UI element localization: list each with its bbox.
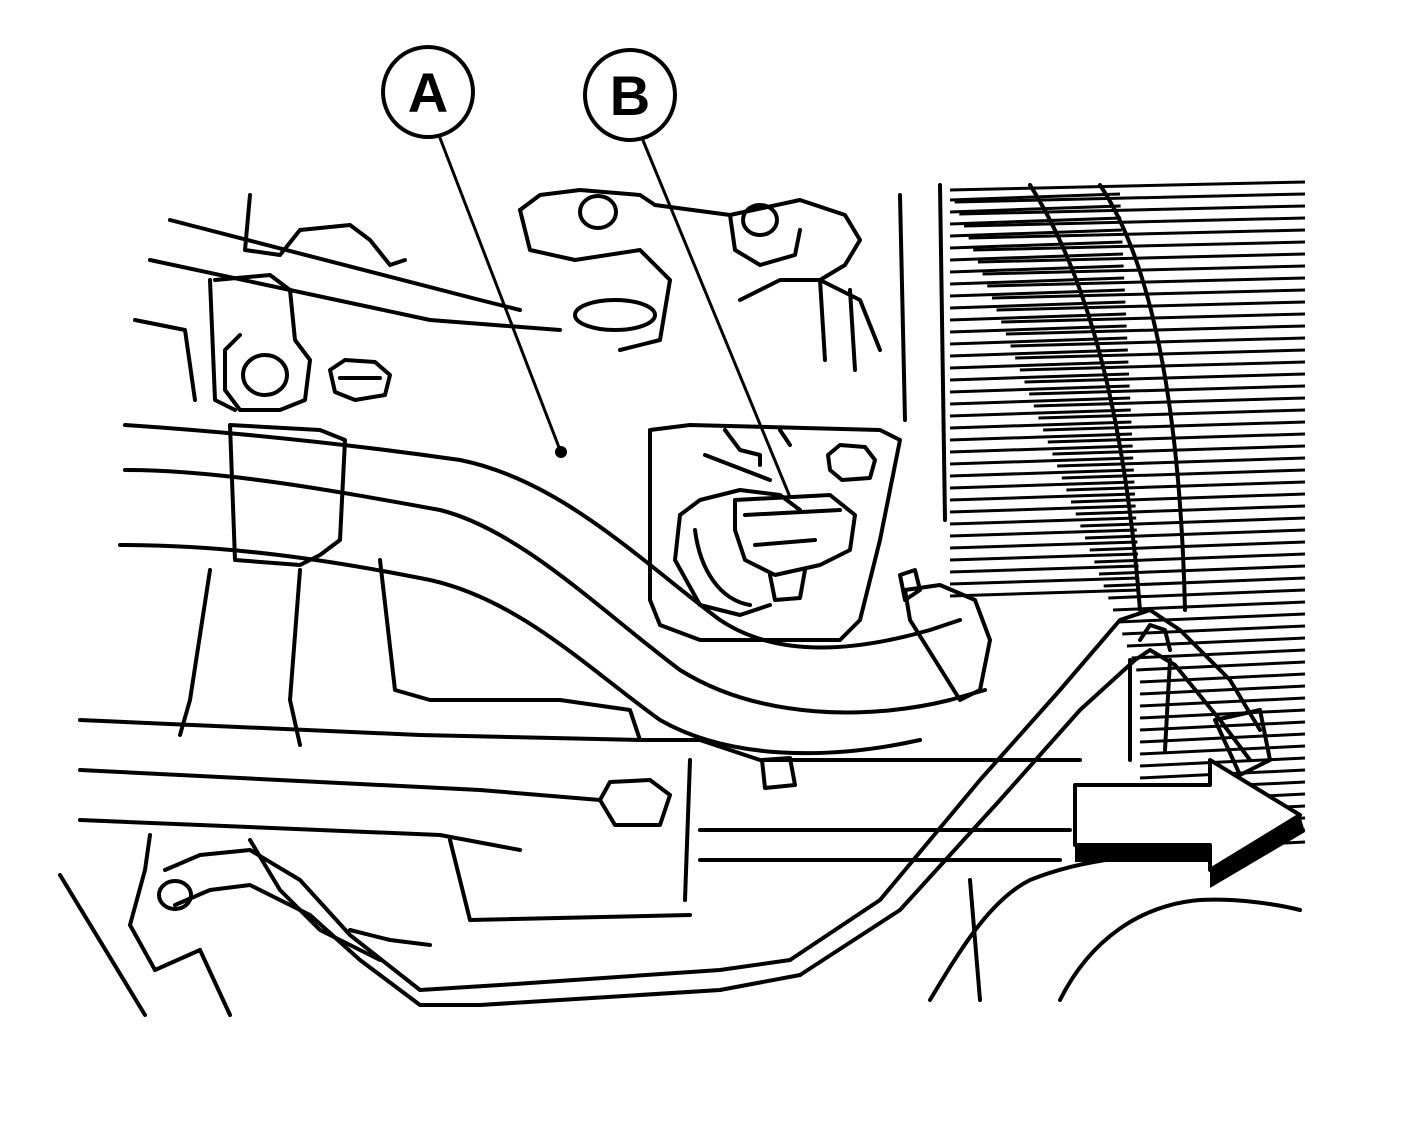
radiator-fin-line (949, 180, 1306, 192)
radiator-fin-line (949, 576, 1140, 586)
radiator-fin-line (949, 420, 1132, 430)
radiator-fin-line (1052, 444, 1306, 456)
radiator-fin-line (977, 252, 1306, 264)
radiator-fin-line (1061, 468, 1306, 480)
radiator-fin-line (949, 240, 1123, 250)
radiator-fin-line (1108, 588, 1306, 600)
radiator-fin-line (973, 240, 1306, 252)
radiator-fin-line (949, 588, 1140, 598)
radiator-fin-line (949, 216, 1122, 226)
radiator-fin-line (949, 468, 1134, 478)
radiator-fin-line (987, 276, 1306, 288)
radiator-fin-line (959, 204, 1306, 216)
radiator-fin-line (954, 192, 1306, 204)
radiator-fin-line (1066, 480, 1306, 492)
radiator-fin-line (1047, 432, 1306, 444)
radiator-fin-line (1071, 492, 1306, 504)
radiator-fin-line (949, 480, 1135, 490)
radiator-fin-line (949, 384, 1130, 394)
radiator-fins (949, 180, 1306, 852)
radiator-fin-line (1112, 600, 1306, 612)
left-bracket (208, 273, 312, 412)
radiator-fin-line (1098, 564, 1306, 576)
radiator-fin-line (1094, 552, 1306, 564)
radiator-fin-line (963, 216, 1306, 228)
radiator-fin-line (1136, 660, 1306, 672)
radiator-fin-line (1139, 684, 1306, 696)
radiator-fin-line (949, 516, 1137, 526)
radiator-fin-line (949, 504, 1136, 514)
radiator-fin-line (1139, 756, 1306, 768)
callout-A-label: A (408, 61, 448, 124)
radiator-fin-line (949, 264, 1124, 274)
radiator-fin-line (949, 360, 1129, 370)
radiator-fin-line (949, 204, 1121, 214)
radiator-fin-line (949, 228, 1122, 238)
radiator-fin-line (1126, 636, 1306, 648)
sensor-connector (648, 423, 902, 642)
callout-B-label: B (610, 64, 650, 127)
radiator-fin-line (949, 252, 1124, 262)
callout-B-leader (640, 136, 792, 499)
engine-block (133, 188, 882, 402)
radiator-fin-line (949, 540, 1138, 550)
radiator-fin-line (1117, 612, 1306, 624)
callout-B: B (583, 48, 677, 142)
radiator-fin-line (949, 456, 1134, 466)
radiator-fin-line (1080, 516, 1306, 528)
radiator-fin-line (949, 300, 1126, 310)
radiator-fin-line (1122, 624, 1306, 636)
radiator-fin-line (949, 288, 1125, 298)
coolant-hose (118, 423, 992, 756)
radiator-fin-line (1075, 504, 1306, 516)
transmission-cooler-line (788, 608, 1302, 1002)
radiator-fin-line (949, 312, 1127, 322)
radiator-fin-line (1057, 456, 1306, 468)
radiator-fin-line (949, 372, 1130, 382)
radiator-fin-line (968, 228, 1306, 240)
radiator-fin-line (949, 324, 1127, 334)
arrow-right-icon (1073, 758, 1305, 888)
radiator-fin-line (949, 396, 1131, 406)
radiator-fin-line (949, 408, 1131, 418)
radiator-edges (898, 183, 1187, 612)
callout-A-leader (438, 136, 567, 458)
lower-tubes (58, 833, 802, 1017)
radiator-fin-line (949, 528, 1137, 538)
lower-crossmember (78, 558, 1082, 922)
radiator-fin-line (949, 432, 1133, 442)
radiator-fin-line (1084, 528, 1306, 540)
radiator-fin-line (949, 552, 1139, 562)
radiator-fin-line (982, 264, 1306, 276)
radiator-fin-line (949, 564, 1139, 574)
radiator-fin-line (949, 444, 1133, 454)
radiator-fin-line (1139, 744, 1306, 756)
bolts (328, 358, 877, 790)
radiator-fin-line (1089, 540, 1306, 552)
callout-A: A (381, 45, 475, 139)
radiator-fin-line (1139, 696, 1306, 708)
radiator-fin-line (949, 492, 1136, 502)
radiator-fin-line (949, 276, 1125, 286)
